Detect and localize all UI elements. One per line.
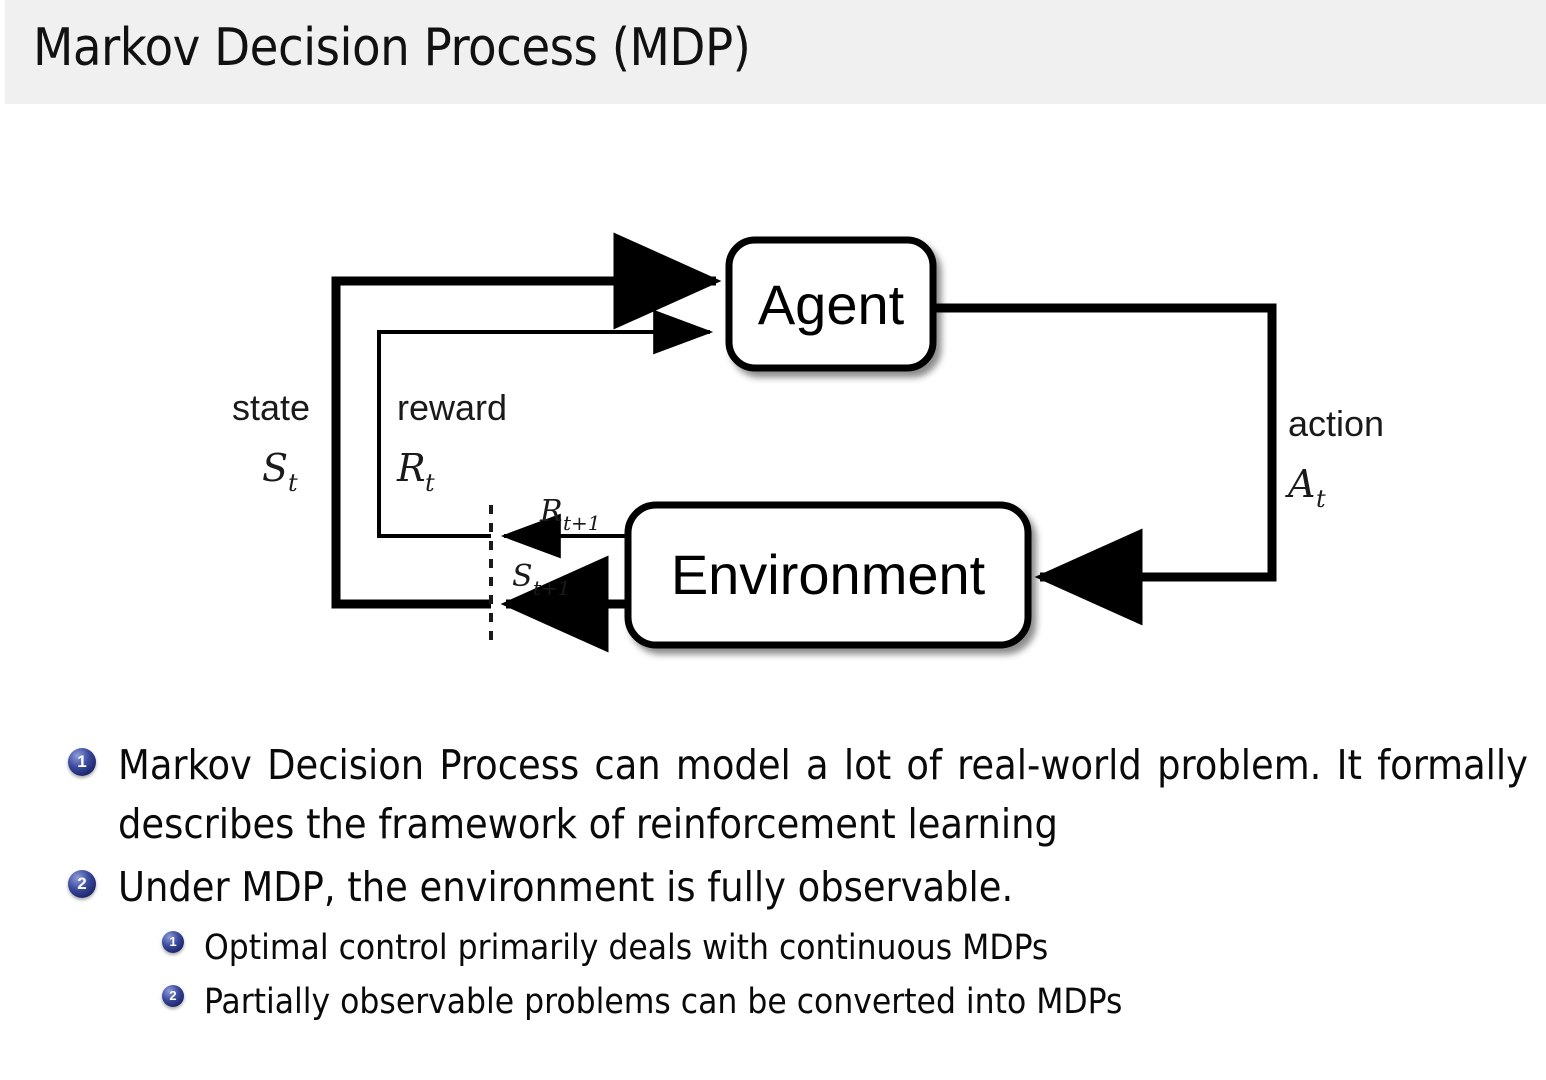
page-title: Markov Decision Process (MDP) [33, 18, 751, 78]
state-next-subscript: t+1 [533, 576, 571, 600]
reward-edge-label: reward R t [396, 387, 507, 497]
agent-node[interactable]: Agent [725, 236, 937, 372]
action-word: action [1288, 403, 1384, 444]
reward-feedback-path [377, 309, 714, 538]
action-edge-label: action A t [1285, 403, 1384, 513]
reward-symbol-subscript: t [425, 469, 435, 497]
reward-symbol: R [396, 446, 426, 490]
state-symbol: S [262, 446, 288, 490]
bullet-marker-1: 1 [68, 748, 96, 776]
list-item: 2 Partially observable problems can be c… [0, 975, 1546, 1029]
bullet-list: 1 Markov Decision Process can model a lo… [0, 736, 1546, 1029]
agent-label: Agent [758, 273, 905, 336]
slide-header: Markov Decision Process (MDP) [0, 0, 1546, 104]
agent-box[interactable] [725, 236, 937, 372]
state-next-symbol: S [512, 559, 533, 594]
bullet-text-1: Markov Decision Process can model a lot … [118, 741, 1528, 848]
action-symbol-subscript: t [1316, 485, 1326, 513]
sub-bullet-marker-1: 1 [162, 931, 184, 953]
sub-bullet-text-1: Optimal control primarily deals with con… [204, 928, 1049, 968]
reward-next-edge-label: R t+1 [539, 494, 601, 535]
state-next-edge-label: S t+1 [512, 559, 571, 600]
action-symbol: A [1285, 462, 1315, 506]
mdp-agent-environment-diagram: Agent Environment state S t reward R t a… [0, 104, 1546, 724]
list-item: 2 Under MDP, the environment is fully ob… [0, 858, 1546, 917]
list-item: 1 Optimal control primarily deals with c… [0, 921, 1546, 975]
reward-next-subscript: t+1 [563, 511, 601, 535]
state-feedback-path [331, 232, 722, 609]
environment-box[interactable] [624, 501, 1032, 649]
reward-next-symbol: R [539, 494, 563, 529]
action-path [933, 303, 1277, 626]
bullet-marker-2: 2 [68, 870, 96, 898]
state-edge-label: state S t [232, 387, 310, 497]
list-item: 1 Markov Decision Process can model a lo… [0, 736, 1546, 854]
state-symbol-subscript: t [288, 469, 298, 497]
environment-label: Environment [671, 543, 986, 606]
sub-bullet-marker-2: 2 [162, 985, 184, 1007]
state-word: state [232, 387, 310, 428]
reward-word: reward [397, 387, 507, 428]
environment-node[interactable]: Environment [624, 501, 1032, 649]
bullet-text-2: Under MDP, the environment is fully obse… [118, 863, 1014, 911]
sub-bullet-text-2: Partially observable problems can be con… [204, 982, 1123, 1022]
